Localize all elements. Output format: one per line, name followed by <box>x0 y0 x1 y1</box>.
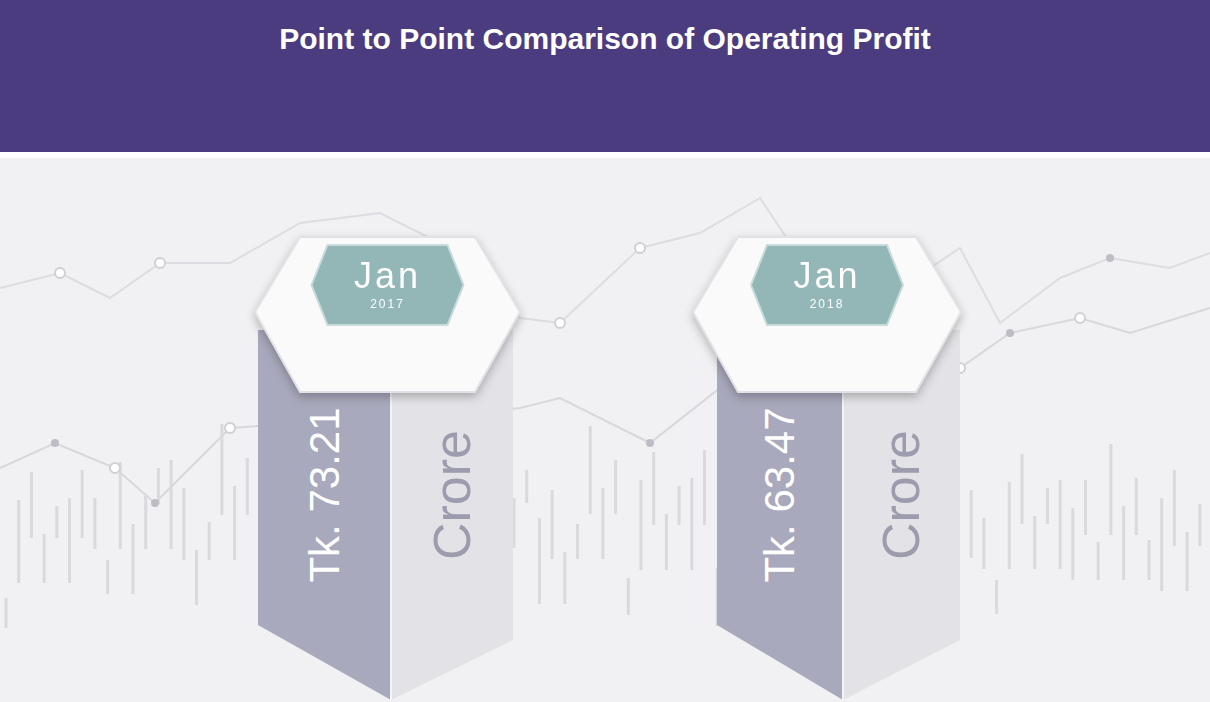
unit-label: Crore <box>872 430 932 560</box>
year-label: 2017 <box>370 297 405 311</box>
year-label: 2018 <box>810 297 845 311</box>
unit-label: Crore <box>422 430 482 560</box>
month-label: Jan <box>354 255 421 297</box>
background-chart <box>0 158 1210 702</box>
month-label: Jan <box>793 255 860 297</box>
value-label: Tk. 73.21 <box>301 407 349 582</box>
year-cap: Jan2018 <box>693 237 961 392</box>
year-cap: Jan2017 <box>255 237 520 392</box>
chart-title: Point to Point Comparison of Operating P… <box>0 22 1210 56</box>
value-label: Tk. 63.47 <box>756 407 804 582</box>
